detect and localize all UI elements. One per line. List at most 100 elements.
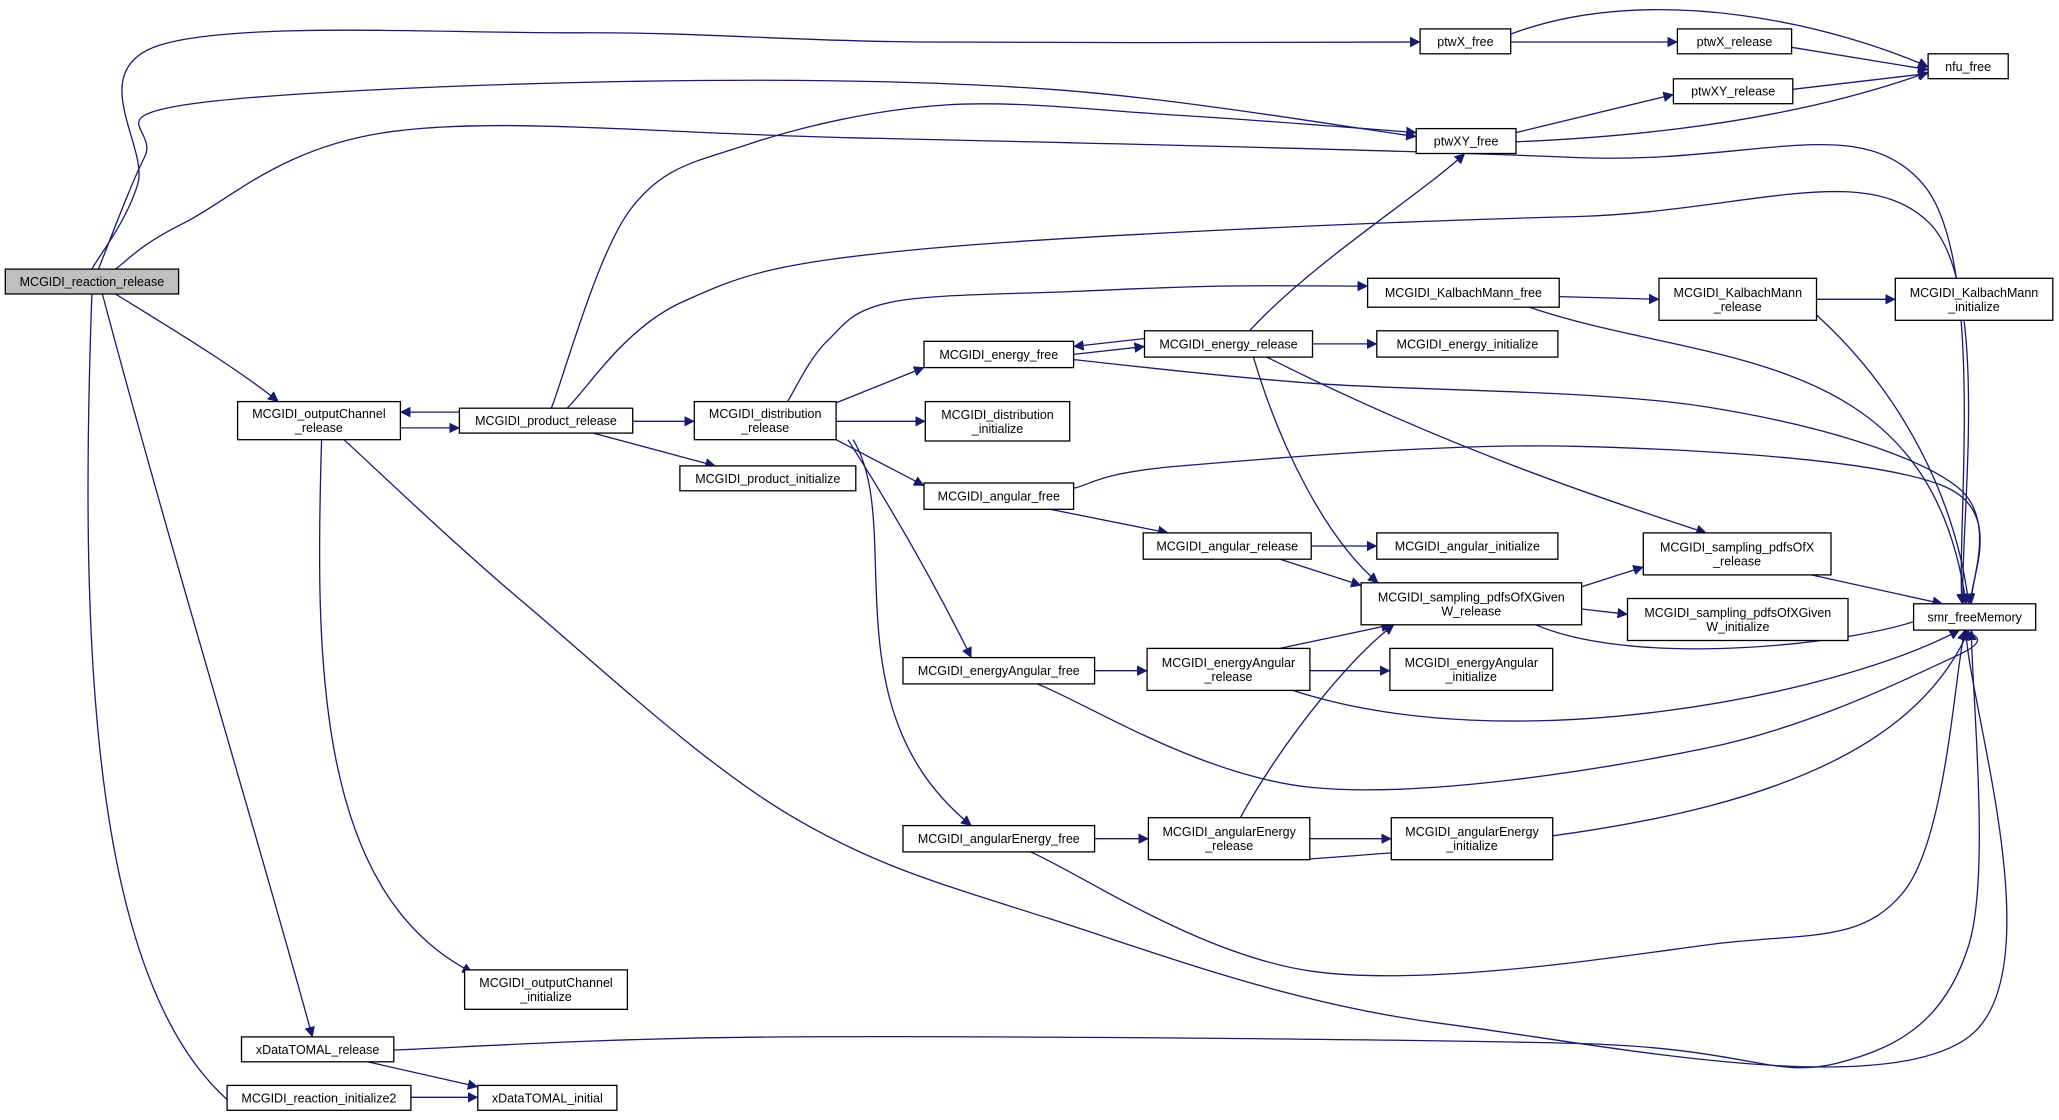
node-box[interactable]: [1143, 330, 1314, 358]
node-box[interactable]: [1419, 28, 1512, 55]
node-box[interactable]: [1389, 647, 1554, 692]
edge-energy_free-to-smr_freeMemory: [1073, 358, 1981, 604]
edge-line: [1581, 609, 1628, 614]
node-box[interactable]: [1415, 127, 1517, 155]
node-box[interactable]: [902, 656, 1096, 685]
node-box[interactable]: [1376, 330, 1559, 358]
node-nfu-free[interactable]: nfu_free: [1927, 53, 2009, 80]
node-box[interactable]: [1642, 532, 1832, 576]
node-box[interactable]: [1390, 817, 1554, 861]
node-box[interactable]: [1147, 817, 1311, 861]
node-box[interactable]: [1360, 582, 1583, 626]
node-box[interactable]: [226, 1084, 412, 1111]
node-KalbachMann-release[interactable]: MCGIDI_KalbachMann_release: [1658, 277, 1818, 321]
edge-angularEnergy_free-to-smr_freeMemory: [1030, 630, 1965, 977]
node-angularEnergy-release[interactable]: MCGIDI_angularEnergy_release: [1147, 817, 1311, 861]
edge-angular_free-to-smr_freeMemory: [1073, 445, 1981, 604]
node-energy-free[interactable]: MCGIDI_energy_free: [923, 340, 1075, 369]
edge-sampling_given_release-to-sampling_given_initialize: [1581, 609, 1628, 614]
edge-reaction_release-to-ptwXY_free: [97, 79, 1416, 270]
edge-line: [1073, 358, 1981, 604]
node-label: MCGIDI_angular_release: [1156, 540, 1298, 554]
node-box[interactable]: [679, 465, 857, 492]
node-box[interactable]: [1658, 277, 1818, 321]
edge-line: [1266, 356, 1707, 533]
node-outputChannel-release[interactable]: MCGIDI_outputChannel_release: [236, 400, 402, 441]
node-box[interactable]: [924, 400, 1071, 442]
node-label: _initialize: [971, 422, 1023, 436]
node-energy-release[interactable]: MCGIDI_energy_release: [1143, 330, 1314, 358]
node-box[interactable]: [236, 400, 402, 441]
node-label: _initialize: [1445, 670, 1497, 684]
edge-KalbachMann_release-to-smr_freeMemory: [1816, 314, 1969, 604]
edge-line: [1791, 46, 1929, 69]
node-box[interactable]: [1676, 28, 1793, 55]
node-box[interactable]: [693, 400, 837, 441]
edge-energyAngular_release-to-smr_freeMemory: [1292, 629, 1960, 722]
node-box[interactable]: [1146, 647, 1311, 692]
node-box[interactable]: [4, 268, 180, 295]
node-box[interactable]: [463, 969, 629, 1010]
node-box[interactable]: [477, 1084, 618, 1111]
node-angular-free[interactable]: MCGIDI_angular_free: [923, 482, 1075, 510]
edge-line: [852, 439, 971, 827]
node-energy-initialize[interactable]: MCGIDI_energy_initialize: [1376, 330, 1559, 358]
node-ptwXY-release[interactable]: ptwXY_release: [1672, 78, 1794, 105]
node-label: xDataTOMAL_release: [256, 1043, 379, 1057]
node-KalbachMann-free[interactable]: MCGIDI_KalbachMann_free: [1366, 277, 1560, 308]
node-angularEnergy-free[interactable]: MCGIDI_angularEnergy_free: [902, 824, 1096, 853]
node-box[interactable]: [240, 1036, 395, 1063]
node-distribution-initialize[interactable]: MCGIDI_distribution_initialize: [924, 400, 1071, 442]
node-product-initialize[interactable]: MCGIDI_product_initialize: [679, 465, 857, 492]
node-xData-release[interactable]: xDataTOMAL_release: [240, 1036, 395, 1063]
node-reaction-initialize2[interactable]: MCGIDI_reaction_initialize2: [226, 1084, 412, 1111]
node-reaction-release[interactable]: MCGIDI_reaction_release: [4, 268, 180, 295]
node-box[interactable]: [1142, 532, 1312, 560]
node-box[interactable]: [1927, 53, 2009, 80]
edge-sampling_given_release-to-smr_freeMemory: [1535, 617, 1927, 650]
node-energyAngular-release[interactable]: MCGIDI_energyAngular_release: [1146, 647, 1311, 692]
node-energyAngular-initialize[interactable]: MCGIDI_energyAngular_initialize: [1389, 647, 1554, 692]
node-label: MCGIDI_energy_initialize: [1397, 337, 1539, 351]
node-outputChannel-initialize[interactable]: MCGIDI_outputChannel_initialize: [463, 969, 629, 1010]
edge-sampling_given_release-to-sampling_pdfsOfX_release: [1581, 567, 1644, 588]
node-box[interactable]: [1672, 78, 1794, 105]
edge-line: [1515, 72, 1928, 143]
edge-line: [835, 439, 924, 487]
node-ptwX-release[interactable]: ptwX_release: [1676, 28, 1793, 55]
edge-line: [318, 439, 473, 974]
node-angular-initialize[interactable]: MCGIDI_angular_initialize: [1376, 532, 1559, 560]
node-box[interactable]: [1894, 277, 2054, 321]
node-distribution-release[interactable]: MCGIDI_distribution_release: [693, 400, 837, 441]
node-label: _initialize: [1947, 300, 1999, 314]
edge-outputChannel_release-to-smr_freeMemory: [343, 439, 2008, 1068]
node-label: _release: [740, 421, 789, 435]
node-ptwX-free[interactable]: ptwX_free: [1419, 28, 1512, 55]
node-angularEnergy-initialize[interactable]: MCGIDI_angularEnergy_initialize: [1390, 817, 1554, 861]
edge-energy_release-to-sampling_given_release: [1252, 356, 1378, 584]
node-energyAngular-free[interactable]: MCGIDI_energyAngular_free: [902, 656, 1096, 685]
node-KalbachMann-initialize[interactable]: MCGIDI_KalbachMann_initialize: [1894, 277, 2054, 321]
node-label: MCGIDI_sampling_pdfsOfX: [1660, 540, 1815, 554]
node-box[interactable]: [458, 407, 634, 434]
node-smr-freeMemory[interactable]: smr_freeMemory: [1912, 603, 2037, 631]
node-box[interactable]: [1366, 277, 1560, 308]
node-label: MCGIDI_energyAngular: [1162, 656, 1295, 670]
node-box[interactable]: [923, 482, 1075, 510]
node-box[interactable]: [902, 824, 1096, 853]
node-angular-release[interactable]: MCGIDI_angular_release: [1142, 532, 1312, 560]
node-box[interactable]: [1376, 532, 1559, 560]
node-sampling-pdfsOfX-release[interactable]: MCGIDI_sampling_pdfsOfX_release: [1642, 532, 1832, 576]
node-product-release[interactable]: MCGIDI_product_release: [458, 407, 634, 434]
edge-line: [593, 432, 715, 466]
node-label: smr_freeMemory: [1927, 610, 2022, 624]
node-box[interactable]: [923, 340, 1075, 369]
node-ptwXY-free[interactable]: ptwXY_free: [1415, 127, 1517, 155]
edge-distribution_release-to-energy_free: [835, 368, 924, 404]
edge-line: [1249, 153, 1466, 332]
node-box[interactable]: [1626, 597, 1849, 642]
node-xData-initial[interactable]: xDataTOMAL_initial: [477, 1084, 618, 1111]
node-box[interactable]: [1912, 603, 2037, 631]
